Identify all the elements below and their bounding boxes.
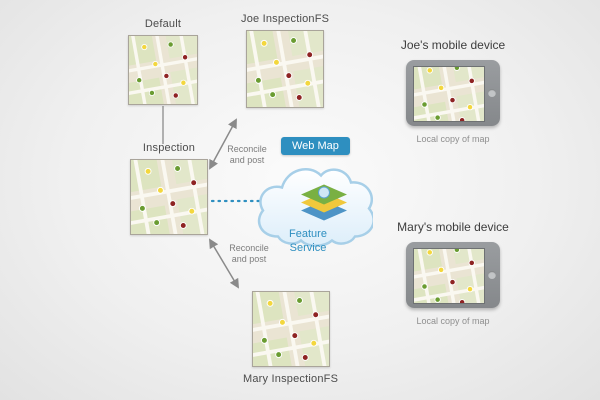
label-feature-service: Feature Service bbox=[289, 228, 327, 255]
web-map-badge: Web Map bbox=[281, 137, 350, 155]
feature-service-cloud bbox=[253, 150, 375, 260]
label-reconcile-and-post-top: Reconcile and post bbox=[227, 144, 267, 166]
device-home-button bbox=[488, 89, 496, 97]
label-mary-version: Mary InspectionFS bbox=[243, 373, 339, 385]
label-joe-device: Joe's mobile device bbox=[400, 38, 506, 52]
map-joe-version bbox=[246, 30, 325, 108]
label-mary-device: Mary's mobile device bbox=[397, 220, 509, 234]
joe-device-map bbox=[413, 66, 485, 122]
map-default-version bbox=[128, 35, 198, 105]
mary-device-map bbox=[413, 248, 485, 304]
mary-mobile-device bbox=[406, 242, 500, 308]
map-mary-version bbox=[251, 291, 330, 367]
caption-joe-local-copy: Local copy of map bbox=[416, 134, 490, 144]
label-reconcile-and-post-bottom: Reconcile and post bbox=[229, 243, 269, 265]
label-inspection-version: Inspection bbox=[142, 142, 196, 154]
map-inspection-version bbox=[130, 159, 208, 235]
map-layers-icon bbox=[301, 184, 347, 221]
device-home-button bbox=[488, 271, 496, 279]
label-default-version: Default bbox=[144, 18, 182, 30]
caption-mary-local-copy: Local copy of map bbox=[416, 316, 490, 326]
joe-mobile-device bbox=[406, 60, 500, 126]
label-joe-version: Joe InspectionFS bbox=[241, 13, 330, 25]
